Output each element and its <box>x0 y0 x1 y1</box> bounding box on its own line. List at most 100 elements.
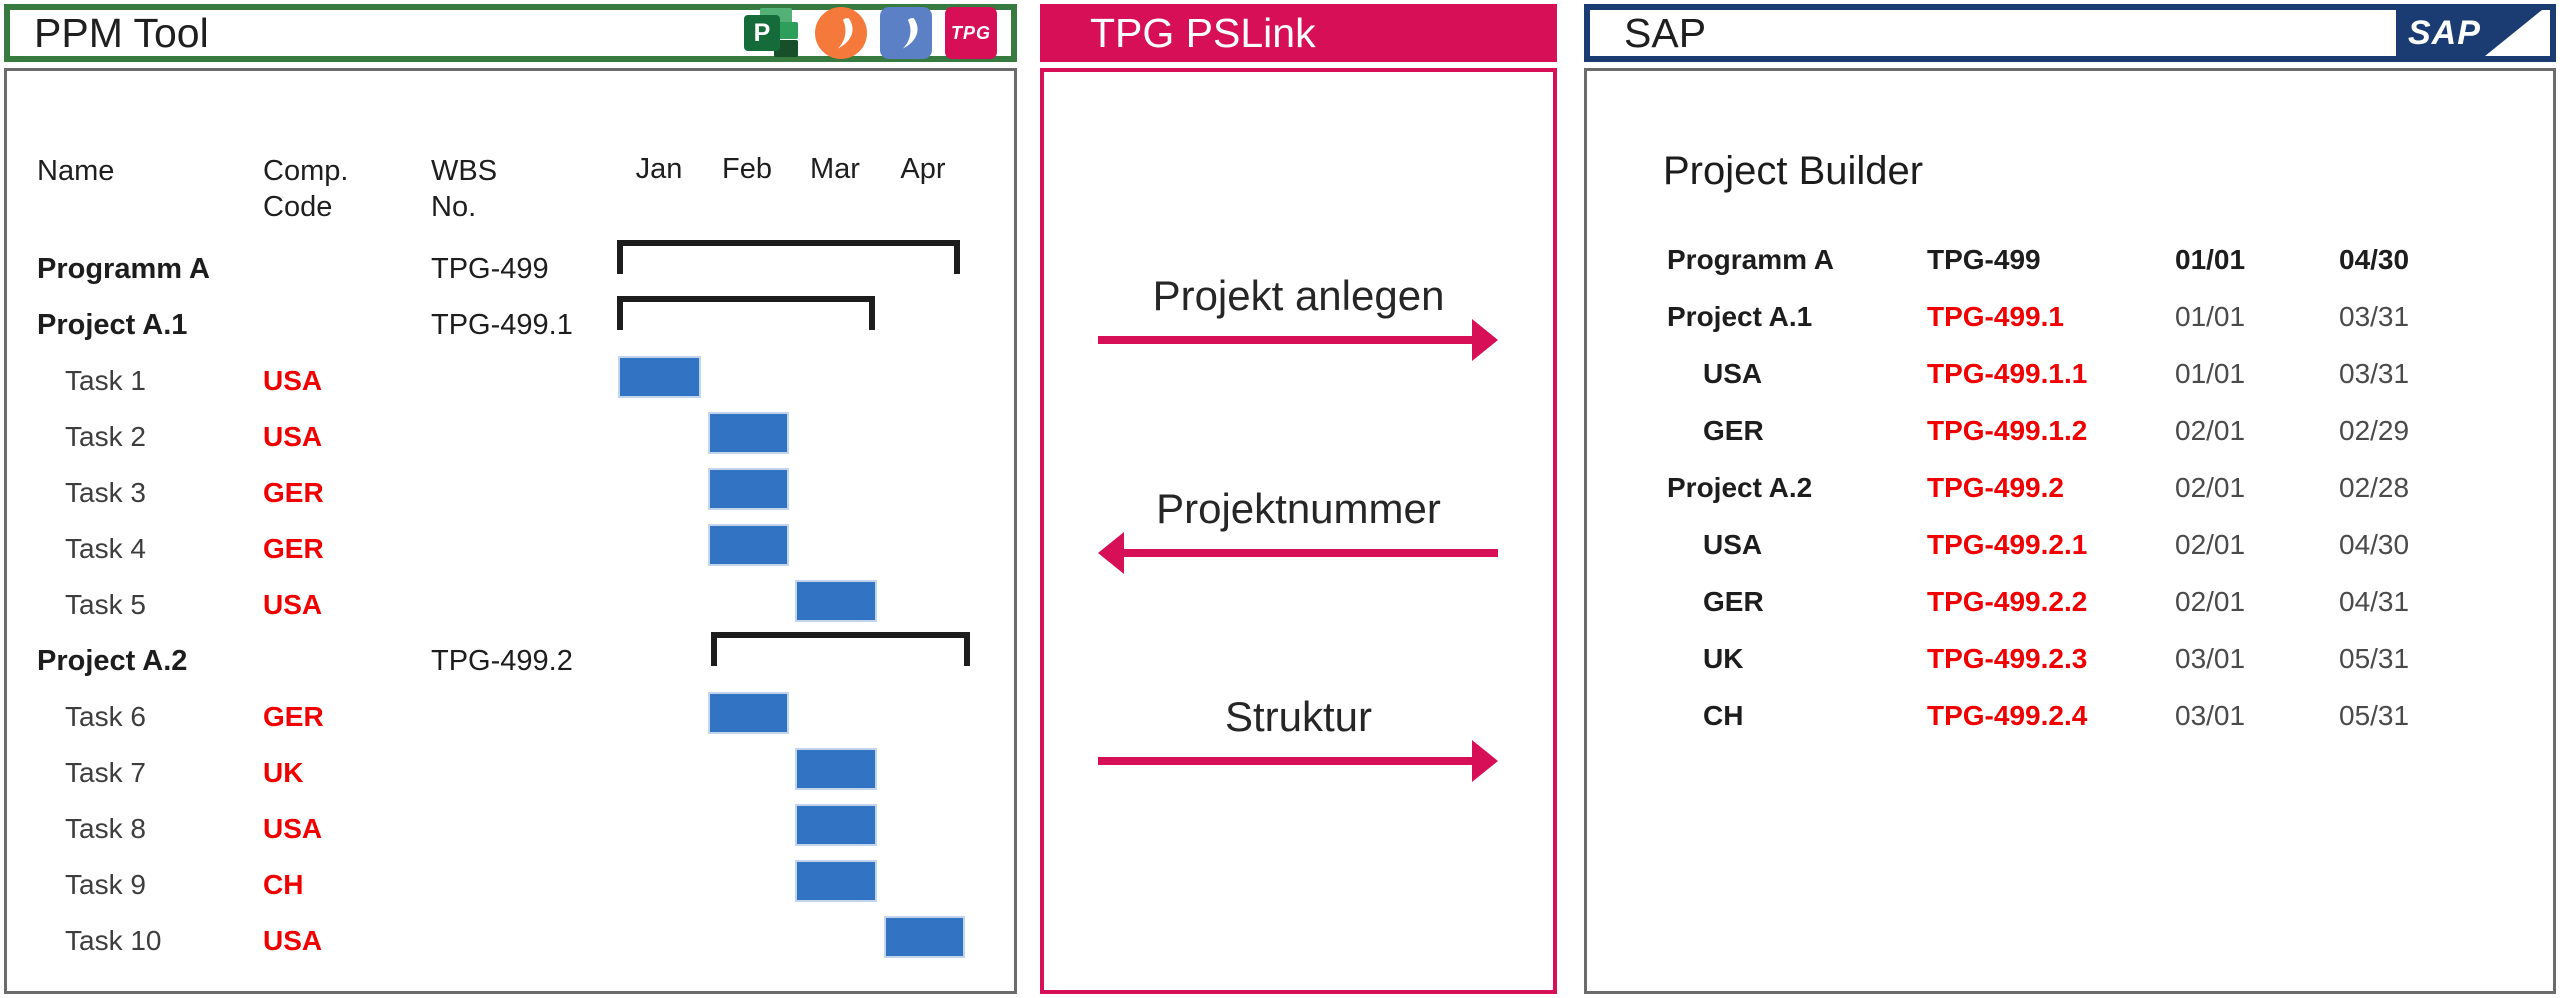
gantt-summary-bracket <box>616 240 960 274</box>
row-name: Task 4 <box>65 533 146 564</box>
start-date: 02/01 <box>2175 415 2246 446</box>
arrow-head-icon <box>1098 532 1124 574</box>
arrow-shaft <box>1098 336 1476 344</box>
gantt-summary-bracket <box>710 632 970 666</box>
row-name: Task 5 <box>65 589 146 620</box>
company-code: USA <box>263 813 323 844</box>
project-number: TPG-499.2 <box>1927 472 2064 503</box>
gantt-bar <box>795 580 878 622</box>
arrow-shaft <box>1120 549 1498 557</box>
end-date: 04/30 <box>2339 529 2410 560</box>
end-date: 02/29 <box>2339 415 2410 446</box>
row-name: Project A.2 <box>1667 472 1813 503</box>
row-name: GER <box>1703 415 1764 446</box>
row-name: Task 7 <box>65 757 146 788</box>
company-code: USA <box>263 589 323 620</box>
row-name: Task 8 <box>65 813 146 844</box>
flow-label: Projektnummer <box>1156 485 1441 532</box>
ms-project-block <box>774 40 798 57</box>
row-name: Project A.1 <box>1667 301 1813 332</box>
row-name: Task 1 <box>65 365 146 396</box>
row-name: Task 2 <box>65 421 146 452</box>
ppm-app-icons: P TPG <box>744 7 997 59</box>
row-name: Task 3 <box>65 477 146 508</box>
start-date: 02/01 <box>2175 472 2246 503</box>
swoosh-glyph <box>902 18 918 49</box>
gantt-bar <box>708 524 790 566</box>
swoosh-glyph <box>837 18 853 49</box>
ms-project-icon: P <box>744 8 802 58</box>
column-header-comp-code: Comp. Code <box>263 153 348 225</box>
sap-table-row: Project A.1 TPG-499.1 01/01 03/31 <box>1587 288 2553 345</box>
arrow-head-icon <box>1472 740 1498 782</box>
column-header-name: Name <box>37 155 115 187</box>
pslink-panel-header: TPG PSLink <box>1040 4 1557 62</box>
wbs-number: TPG-499.1 <box>431 309 573 341</box>
sap-table-row: Project A.2 TPG-499.2 02/01 02/28 <box>1587 459 2553 516</box>
gantt-bar <box>708 692 790 734</box>
company-code: USA <box>263 421 323 452</box>
ppm-table-row: Task 4 GER <box>7 521 1014 577</box>
flow-arrow-left <box>1098 531 1498 575</box>
gantt-summary-bracket <box>616 296 875 330</box>
row-name: Task 9 <box>65 869 146 900</box>
end-date: 04/31 <box>2339 586 2410 617</box>
gantt-bar <box>708 468 790 510</box>
project-number: TPG-499.1 <box>1927 301 2064 332</box>
row-name: CH <box>1703 700 1744 731</box>
company-code: GER <box>263 533 324 564</box>
company-code: USA <box>263 925 323 956</box>
project-number: TPG-499.2.4 <box>1927 700 2088 731</box>
ppm-panel-header: PPM Tool P TPG <box>4 4 1017 62</box>
ppm-table-row: Project A.1 TPG-499.1 <box>7 296 1014 353</box>
row-name: Project A.1 <box>37 309 188 341</box>
start-date: 03/01 <box>2175 643 2246 674</box>
ppm-table-row: Task 5 USA <box>7 577 1014 633</box>
wbs-number: TPG-499 <box>431 253 549 285</box>
end-date: 04/30 <box>2339 244 2410 275</box>
gantt-bar <box>884 916 966 958</box>
gantt-month-label: Apr <box>900 153 946 185</box>
wbs-number: TPG-499.2 <box>431 645 573 677</box>
ppm-table-row: Task 8 USA <box>7 801 1014 857</box>
gantt-bar <box>795 860 878 902</box>
end-date: 03/31 <box>2339 358 2410 389</box>
project-number: TPG-499.2.2 <box>1927 586 2088 617</box>
column-header-line: Code <box>263 191 333 223</box>
gantt-month-label: Feb <box>722 153 772 185</box>
arrow-head-icon <box>1472 319 1498 361</box>
row-name: Task 6 <box>65 701 146 732</box>
project-number: TPG-499.1.2 <box>1927 415 2088 446</box>
start-date: 02/01 <box>2175 586 2246 617</box>
start-date: 01/01 <box>2175 301 2246 332</box>
gantt-bar <box>795 748 878 790</box>
column-header-line: Comp. <box>263 155 349 187</box>
start-date: 02/01 <box>2175 529 2246 560</box>
row-name: UK <box>1703 643 1744 674</box>
start-date: 01/01 <box>2175 244 2246 275</box>
sap-screen-title: Project Builder <box>1663 149 1924 193</box>
flow-label: Projekt anlegen <box>1152 272 1445 319</box>
end-date: 02/28 <box>2339 472 2410 503</box>
column-header-line: WBS <box>431 155 498 187</box>
flow-arrow-right <box>1098 318 1498 362</box>
gantt-bar <box>617 356 702 398</box>
project-number: TPG-499.1.1 <box>1927 358 2088 389</box>
company-code: GER <box>263 701 324 732</box>
project-number: TPG-499 <box>1927 244 2041 275</box>
sap-panel-header: SAP SAP <box>1584 4 2556 62</box>
end-date: 03/31 <box>2339 301 2410 332</box>
end-date: 05/31 <box>2339 700 2410 731</box>
ms-project-letter: P <box>744 15 780 51</box>
